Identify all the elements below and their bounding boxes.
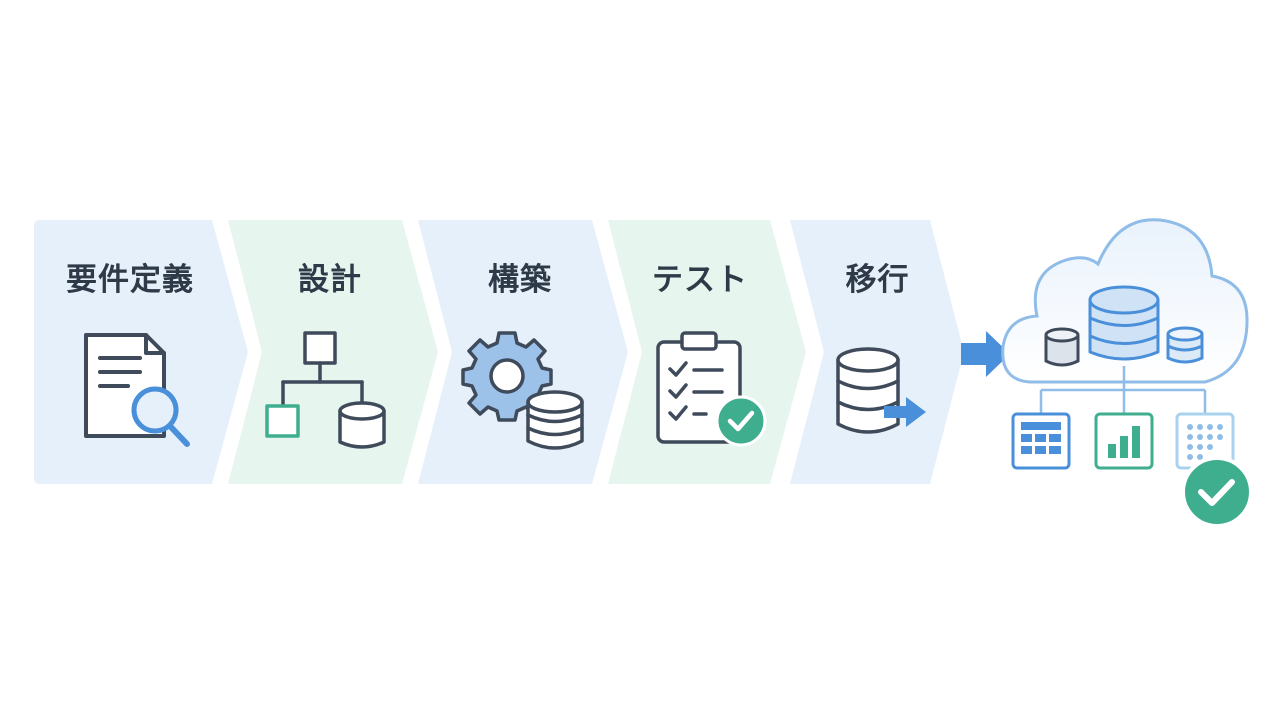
document-search-icon — [84, 333, 190, 447]
dot-grid-icon — [1175, 412, 1235, 470]
stage-label-build: 構築 — [488, 262, 552, 298]
stage-label-requirements: 要件定義 — [66, 262, 194, 298]
flowchart-icon — [265, 331, 386, 449]
migrate-arrow-icon — [884, 397, 926, 427]
checklist-icon — [656, 331, 767, 447]
database-migrate-icon — [836, 347, 926, 434]
check-circle-icon — [1181, 456, 1253, 528]
arrow-right-icon — [961, 331, 1010, 377]
stage-label-migration: 移行 — [845, 262, 910, 298]
bar-chart-icon — [1094, 412, 1154, 470]
gear-database-icon — [461, 331, 584, 450]
stage-label-design: 設計 — [298, 262, 362, 298]
stage-label-test: テスト — [652, 262, 748, 298]
cloud-database-icon — [1001, 218, 1249, 413]
grid-table-icon — [1011, 412, 1071, 470]
